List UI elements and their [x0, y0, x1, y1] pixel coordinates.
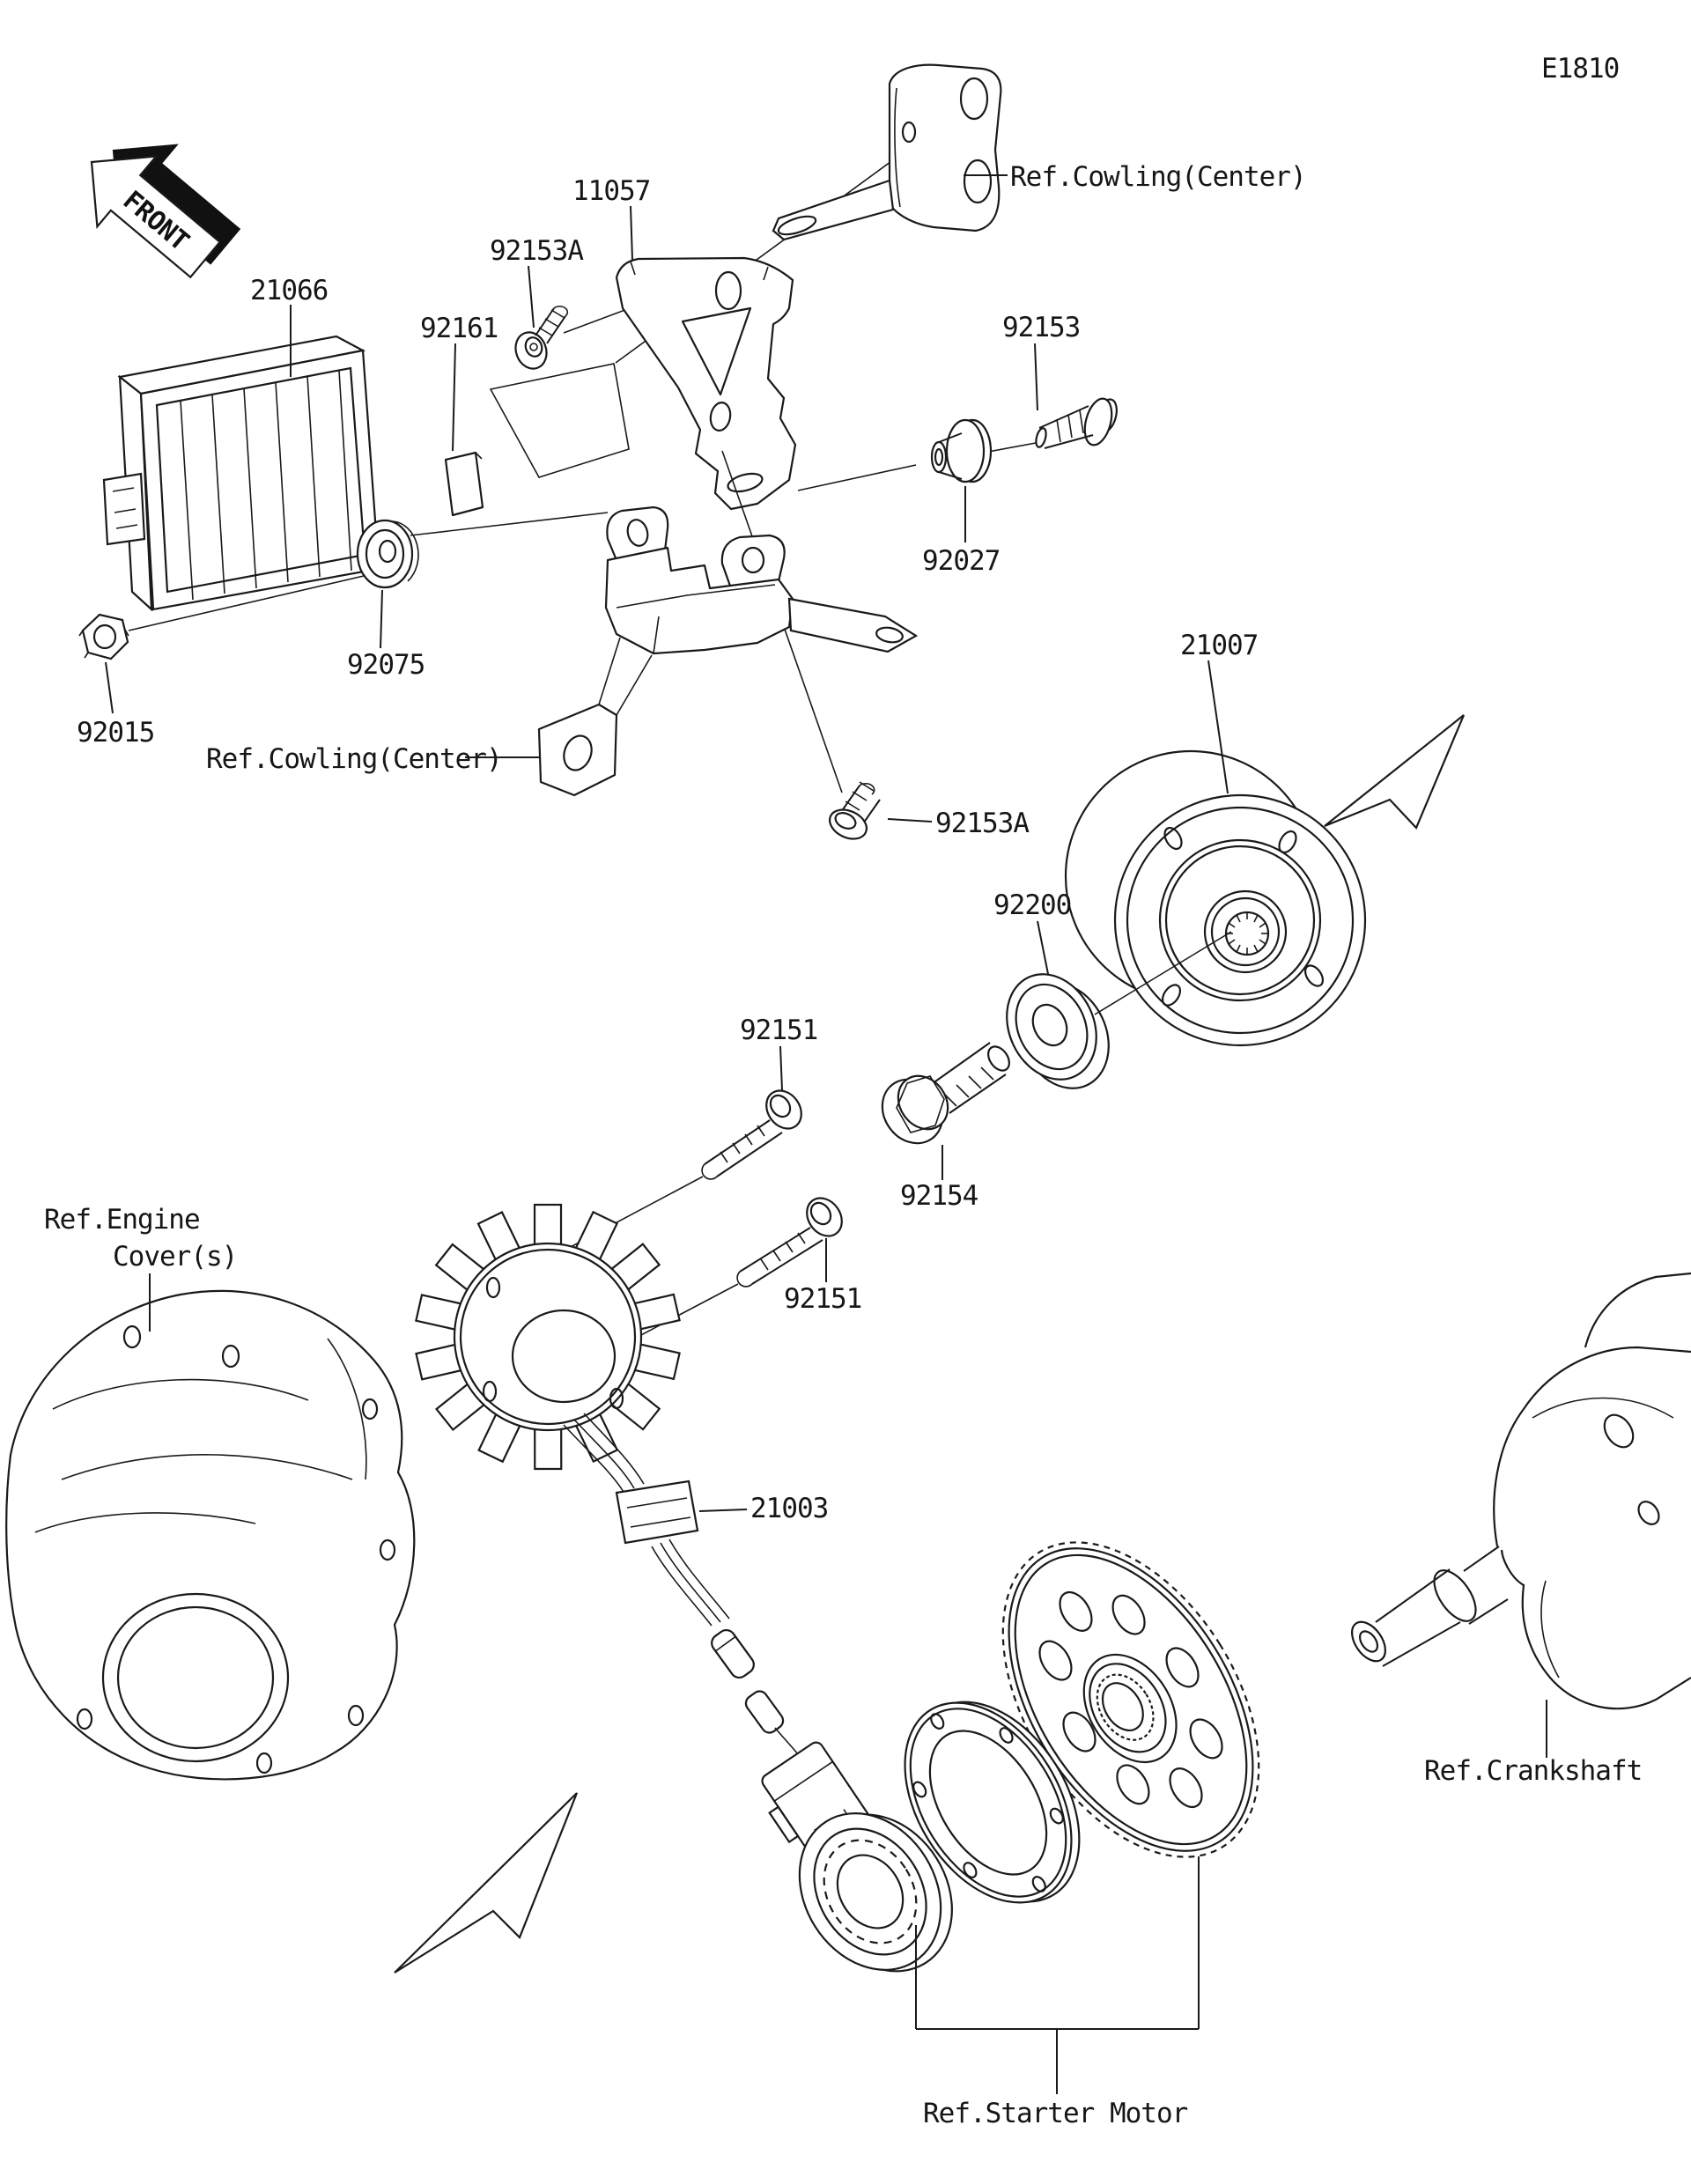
leader-92015	[105, 661, 114, 714]
part-label-92153: 92153	[1002, 312, 1080, 343]
ref-label-cowling-center-top: Ref.Cowling(Center)	[1010, 161, 1306, 193]
screw-92153a-top-drawing	[514, 306, 569, 370]
part-label-92200: 92200	[993, 889, 1071, 921]
cowling-bracket-lower-drawing	[537, 505, 919, 797]
crankshaft-drawing	[1351, 1272, 1691, 1710]
axis-92075	[410, 512, 609, 536]
leader-11057	[630, 205, 633, 261]
bolt-92154-drawing	[881, 1042, 1010, 1145]
pad-92161-drawing	[444, 451, 484, 517]
part-label-21003: 21003	[750, 1493, 828, 1524]
bolt-92153-drawing	[1035, 397, 1118, 449]
engine-cover-drawing	[5, 1289, 416, 1781]
part-label-92154: 92154	[900, 1180, 978, 1212]
flywheel-21007-drawing	[1064, 749, 1367, 1047]
diagram-code: E1810	[1541, 53, 1619, 85]
part-label-92153a-top: 92153A	[490, 235, 584, 267]
stay-11057-drawing	[615, 256, 797, 511]
front-arrow-icon: FRONT	[90, 144, 241, 279]
ref-label-crankshaft: Ref.Crankshaft	[1424, 1755, 1642, 1787]
part-label-92151-lower: 92151	[784, 1283, 861, 1315]
direction-arrow-right	[1324, 714, 1466, 830]
ref-label-engine-cover-line2: Cover(s)	[113, 1241, 237, 1273]
bolt-92151-upper-drawing	[701, 1089, 802, 1180]
leader-21003	[698, 1509, 748, 1512]
axis-92153-a	[987, 442, 1037, 453]
starter-gear-drawing	[1001, 1541, 1260, 1858]
stator-harness-drawing	[563, 1413, 874, 1863]
leader-21007	[1207, 660, 1229, 794]
axis-92015	[128, 572, 380, 631]
part-label-92015: 92015	[77, 717, 154, 749]
washer-92200-drawing	[1006, 973, 1110, 1089]
leader-92161	[452, 343, 456, 452]
stator-21003-drawing	[415, 1203, 681, 1471]
part-label-21007: 21007	[1180, 630, 1258, 661]
nut-92015-drawing	[78, 613, 129, 660]
leader-92075	[380, 589, 383, 649]
cowling-bracket-top-drawing	[772, 63, 1002, 241]
leader-92153	[1034, 343, 1038, 411]
leader-92153a-top	[528, 265, 535, 328]
regulator-21066-drawing	[102, 335, 380, 612]
leader-92151-upper	[779, 1045, 783, 1091]
part-label-92161: 92161	[420, 313, 498, 344]
screw-92153a-mid-drawing	[828, 781, 881, 840]
part-label-92153a-mid: 92153A	[935, 808, 1030, 839]
ref-label-engine-cover-line1: Ref.Engine	[44, 1204, 200, 1236]
axis-92200-hub	[1094, 931, 1232, 1015]
part-label-92027: 92027	[922, 545, 1000, 577]
ref-label-starter-motor: Ref.Starter Motor	[923, 2098, 1188, 2129]
direction-arrow-left	[394, 1792, 579, 1974]
collar-92027-drawing	[930, 418, 993, 483]
leader-92200	[1037, 920, 1049, 975]
leader-92153a-mid	[887, 818, 933, 823]
part-label-11057: 11057	[572, 175, 650, 207]
ref-label-cowling-center-left: Ref.Cowling(Center)	[206, 743, 502, 775]
part-label-92075: 92075	[347, 649, 425, 681]
starter-plate-drawing	[904, 1701, 1081, 1904]
bolt-92151-lower-drawing	[736, 1197, 843, 1288]
part-label-21066: 21066	[250, 275, 328, 306]
axis-92153-b	[797, 464, 917, 491]
grommet-92075-drawing	[356, 519, 419, 589]
part-label-92151-upper: 92151	[740, 1015, 817, 1046]
starter-motor-reference-lines	[915, 1856, 1200, 2094]
